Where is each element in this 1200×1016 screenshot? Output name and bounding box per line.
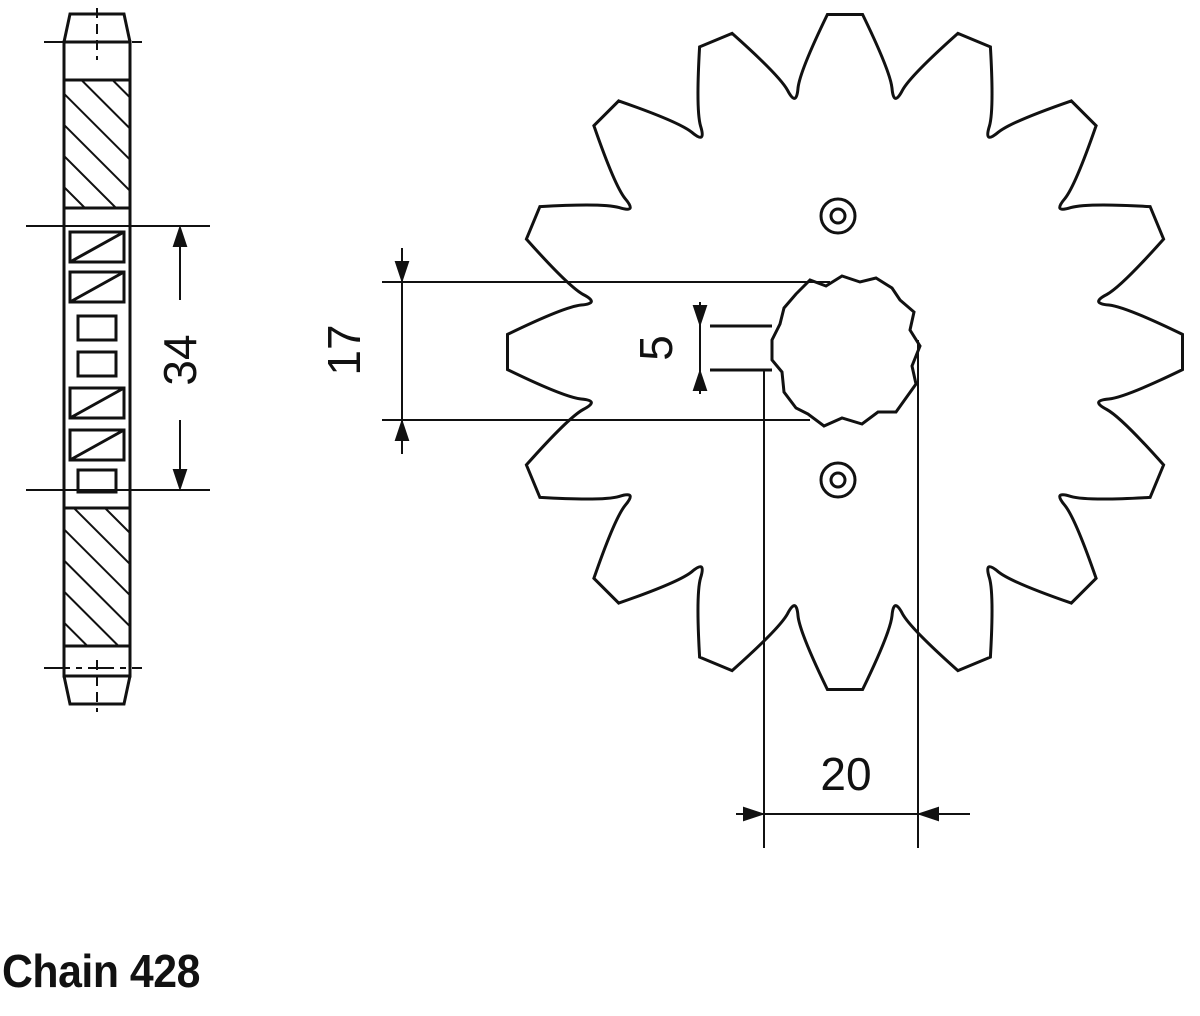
dimension-label-17: 17 bbox=[318, 324, 370, 375]
side-view-hatch-upper bbox=[62, 78, 132, 210]
bolt-hole-bottom bbox=[819, 461, 857, 499]
chain-caption: Chain 428 bbox=[2, 945, 200, 997]
side-section-view bbox=[62, 12, 132, 706]
keyway bbox=[710, 324, 772, 372]
dimension-5 bbox=[692, 302, 708, 394]
sprocket-outline bbox=[506, 13, 1184, 691]
dimension-label-20: 20 bbox=[820, 748, 871, 800]
splined-bore bbox=[770, 274, 922, 428]
dimension-17 bbox=[382, 248, 830, 454]
dimension-34 bbox=[172, 224, 188, 492]
side-view-splines bbox=[68, 230, 126, 494]
side-view-hub bbox=[62, 206, 132, 510]
side-view-reference-lines bbox=[26, 8, 210, 712]
dimension-label-34: 34 bbox=[154, 334, 206, 385]
bolt-hole-top bbox=[819, 197, 857, 235]
dimension-label-5: 5 bbox=[630, 335, 682, 361]
dimension-20 bbox=[736, 340, 970, 848]
side-view-hatch-lower bbox=[62, 506, 132, 648]
